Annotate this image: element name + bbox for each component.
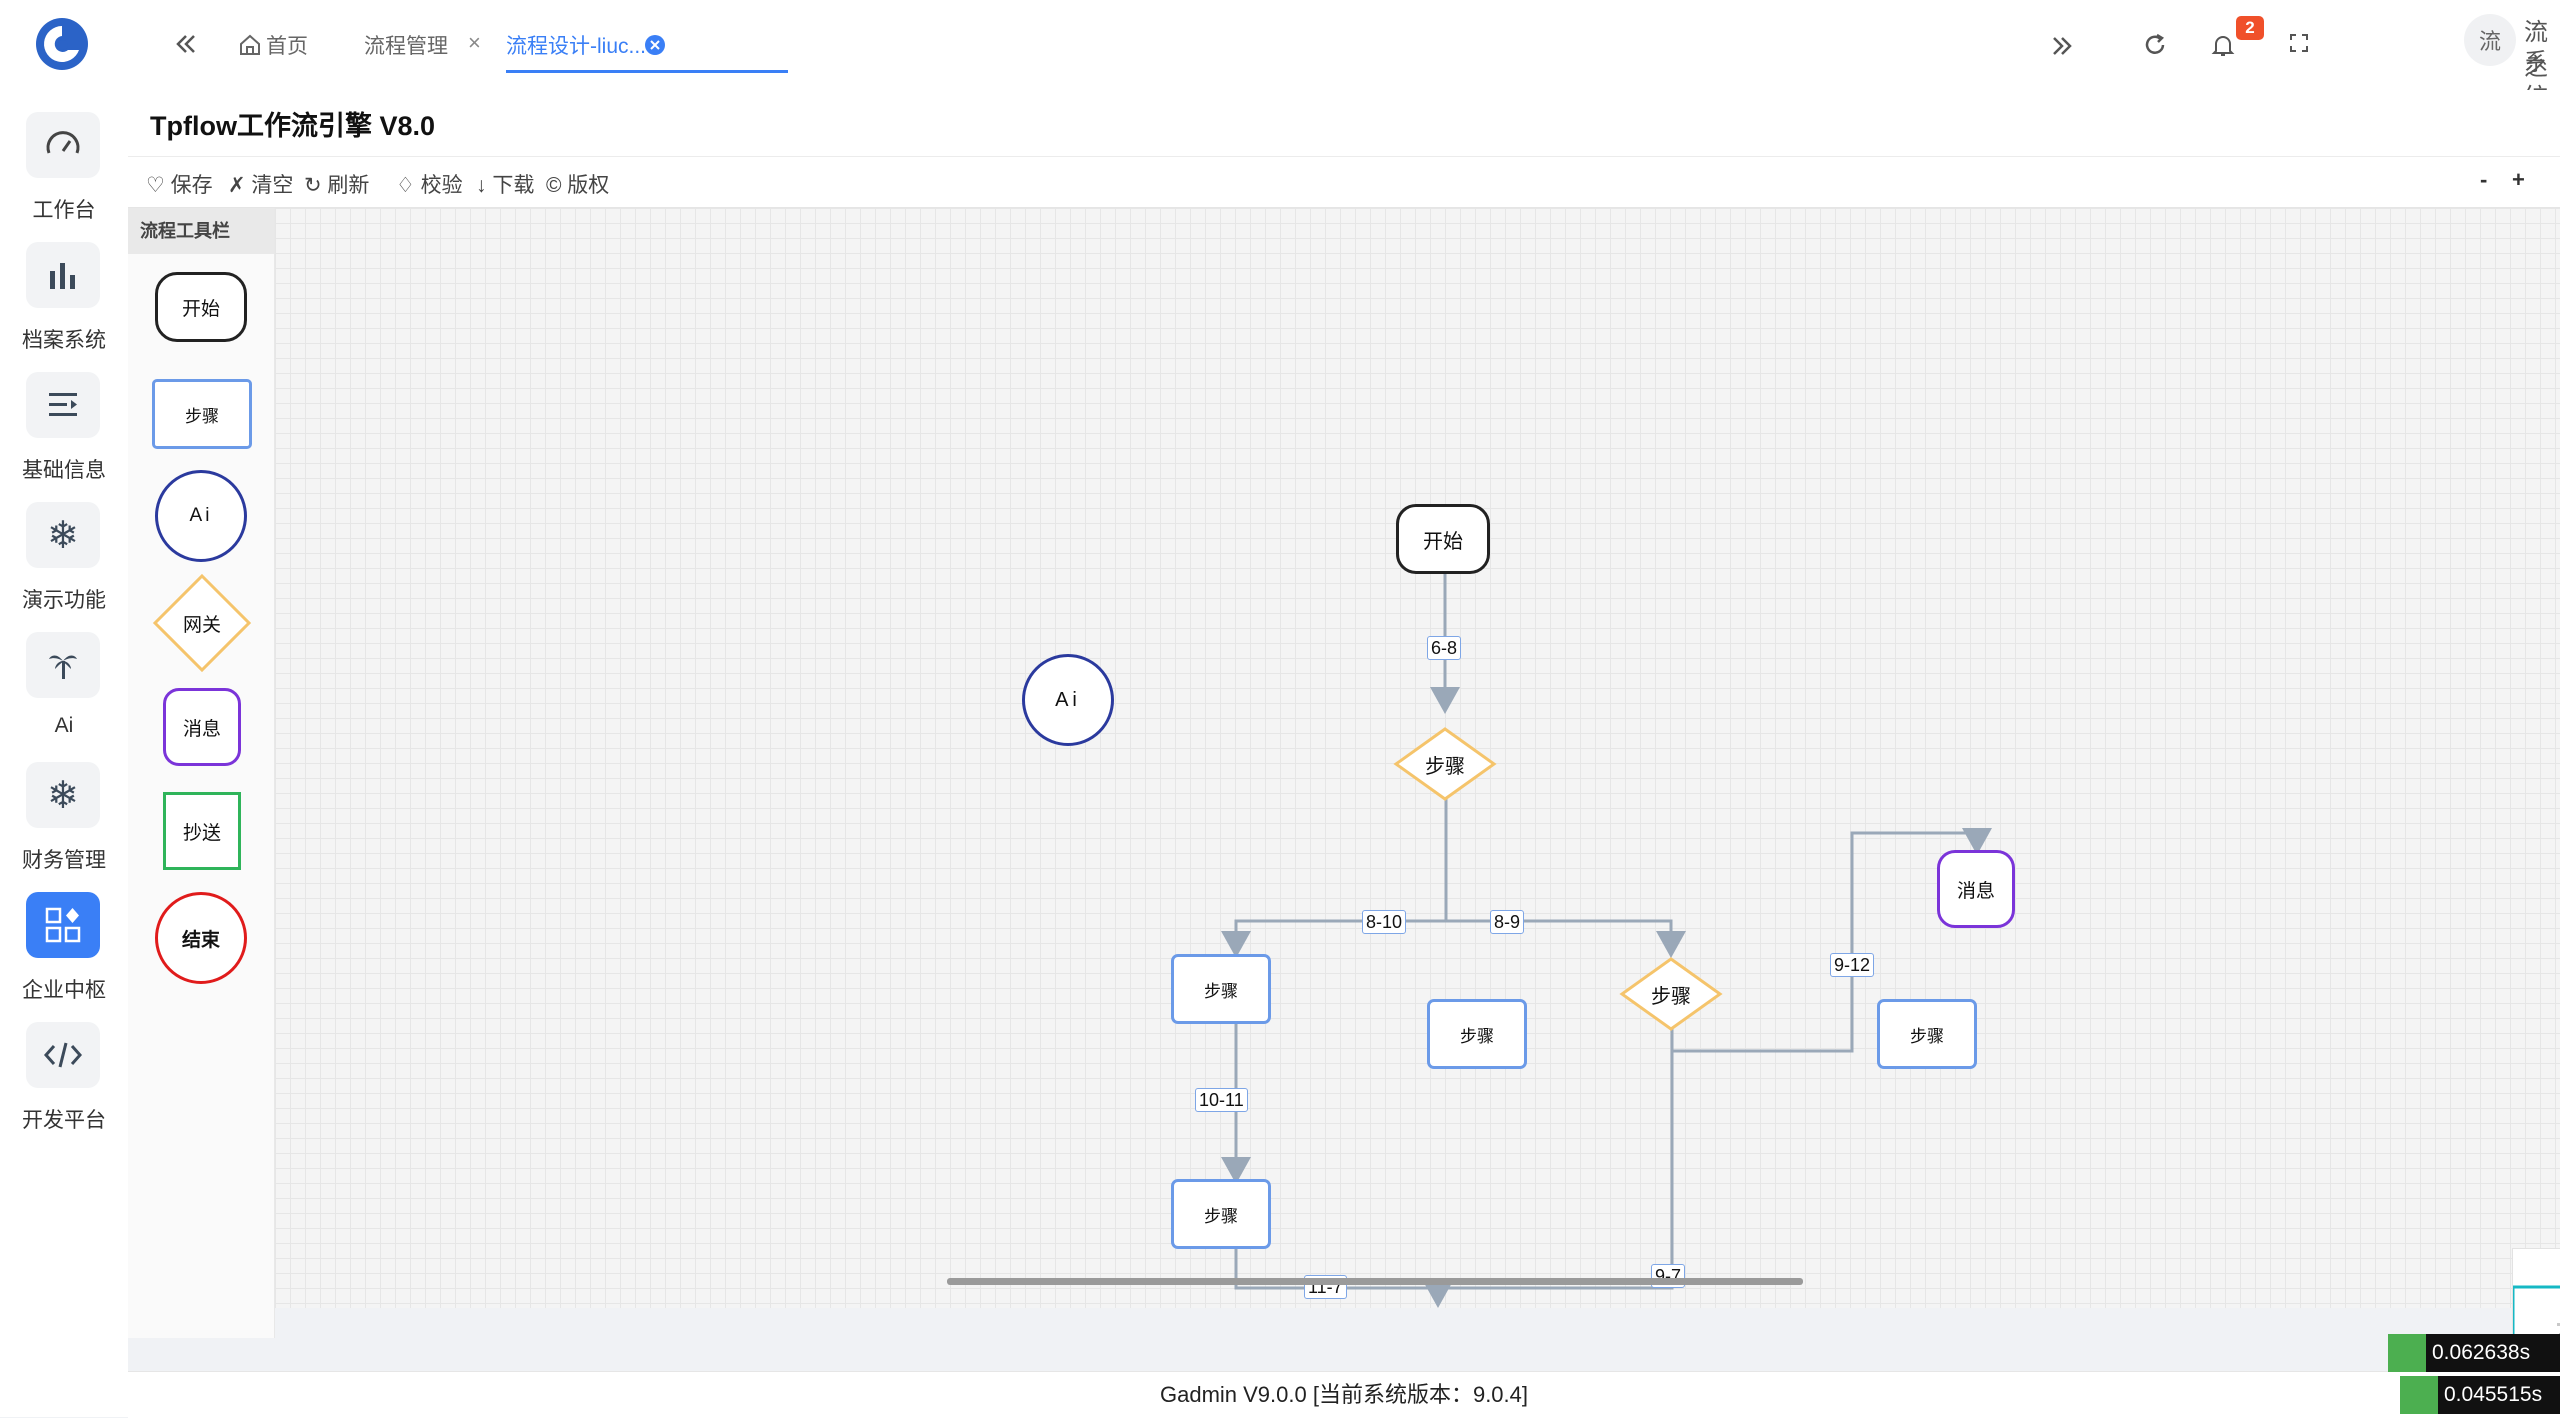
sidebar-item-label: 工作台 (32, 199, 96, 222)
gateway-shape-8 (1393, 727, 1497, 801)
node-step-mid[interactable]: 步骤 (1427, 999, 1527, 1069)
close-circle-icon[interactable] (644, 34, 666, 56)
check-button[interactable]: ♢ 校验 (396, 174, 463, 197)
save-button[interactable]: ♡ 保存 (146, 174, 213, 197)
perf-time: 0.062638s (2432, 1341, 2531, 1364)
tab-flow-design[interactable]: 流程设计-liuc... (506, 30, 666, 60)
perf-time: 0.045515s (2444, 1383, 2543, 1406)
sidebar-item-finance[interactable]: ❄ 财务管理 (0, 762, 128, 892)
edge-8-10 (1221, 798, 1448, 958)
edge-label-6-8[interactable]: 6-8 (1427, 636, 1462, 660)
palette-message-node[interactable]: 消息 (163, 688, 241, 766)
snowflake-icon: ❄ (26, 762, 100, 828)
top-bar: 首页 流程管理 × 流程设计-liuc... 2 流 流之云 系统管理员 (128, 0, 2560, 216)
sidebar-item-label: 基础信息 (22, 459, 106, 482)
sidebar-item-dev-platform[interactable]: 开发平台 (0, 1022, 128, 1152)
sidebar: 工作台 档案系统 基础信息 ❄ 演示功能 Ai ❄ 财务管理 企业中枢 (0, 0, 129, 1417)
gauge-icon (26, 112, 100, 178)
sidebar-item-label: Ai (54, 714, 74, 737)
node-start[interactable]: 开始 (1396, 504, 1490, 574)
palette-gateway-node[interactable]: 网关 (152, 573, 252, 673)
tab-home[interactable]: 首页 (238, 30, 308, 60)
snowflake-icon: ❄ (26, 502, 100, 568)
designer-toolbar: ♡ 保存 ✗ 清空 ↻ 刷新 ♢ 校验 ↓ 下载 © 版权 - + (128, 157, 2560, 208)
tab-label: 首页 (266, 35, 308, 58)
palette-cc-node[interactable]: 抄送 (163, 792, 241, 870)
sidebar-item-workbench[interactable]: 工作台 (0, 112, 128, 242)
refresh-button[interactable]: ↻ 刷新 (304, 174, 370, 197)
app-logo[interactable] (32, 14, 92, 74)
perf-logo-icon (2400, 1376, 2438, 1414)
sidebar-item-label: 财务管理 (22, 849, 106, 872)
refresh-icon[interactable] (2142, 32, 2168, 58)
edge-label-9-12[interactable]: 9-12 (1830, 953, 1875, 977)
notification-badge: 2 (2236, 16, 2264, 40)
tab-flow-management[interactable]: 流程管理 (364, 30, 448, 60)
palette-title: 流程工具栏 (128, 208, 274, 254)
fullscreen-icon[interactable] (2288, 32, 2310, 54)
edge-label-10-11[interactable]: 10-11 (1195, 1088, 1248, 1112)
palm-tree-icon (26, 632, 100, 698)
home-icon (240, 34, 260, 55)
tab-label: 流程管理 (364, 35, 448, 58)
palette-end-node[interactable]: 结束 (155, 892, 247, 984)
tab-label: 流程设计-liuc... (506, 35, 647, 58)
perf-timer-2: 0.045515s (2400, 1376, 2560, 1414)
sidebar-item-enterprise[interactable]: 企业中枢 (0, 892, 128, 1022)
node-step-11[interactable]: 步骤 (1171, 1179, 1271, 1249)
clear-button[interactable]: ✗ 清空 (228, 174, 294, 197)
close-tab-icon[interactable]: × (468, 30, 481, 55)
node-ai[interactable]: Ai (1022, 654, 1114, 746)
footer: Gadmin V9.0.0 [当前系统版本：9.0.4] (128, 1371, 2560, 1418)
palette-ai-node[interactable]: Ai (155, 470, 247, 562)
content-area: Tpflow工作流引擎 V8.0 ♡ 保存 ✗ 清空 ↻ 刷新 ♢ 校验 ↓ 下… (128, 90, 2560, 1404)
collapse-left-icon[interactable] (172, 30, 200, 58)
perf-timer-1: 0.062638s (2388, 1334, 2560, 1372)
node-step-10[interactable]: 步骤 (1171, 954, 1271, 1024)
palette-step-node[interactable]: 步骤 (152, 379, 252, 449)
expand-right-icon[interactable] (2048, 32, 2076, 60)
sidebar-item-ai[interactable]: Ai (0, 632, 128, 762)
zoom-in-button[interactable]: + (2512, 167, 2525, 192)
copyright-button[interactable]: © 版权 (546, 174, 610, 197)
edge-label-8-10[interactable]: 8-10 (1362, 910, 1407, 934)
sidebar-item-label: 开发平台 (22, 1109, 106, 1132)
title-bar: Tpflow工作流引擎 V8.0 (128, 90, 2560, 157)
edge-label-8-9[interactable]: 8-9 (1490, 910, 1525, 934)
flow-palette: 流程工具栏 开始 步骤 Ai 网关 消息 抄送 结束 (128, 208, 275, 1338)
sidebar-item-demo[interactable]: ❄ 演示功能 (0, 502, 128, 632)
horizontal-scrollbar[interactable] (947, 1278, 1803, 1285)
flow-canvas[interactable]: 开始 步骤 Ai 消息 步骤 步骤 步骤 步骤 步骤 6-8 8-10 8-9 … (275, 208, 2560, 1308)
active-tab-indicator (506, 70, 788, 73)
gateway-shape-9 (1619, 957, 1723, 1031)
node-gateway-9[interactable]: 步骤 (1651, 985, 1691, 1008)
node-step-right[interactable]: 步骤 (1877, 999, 1977, 1069)
code-icon (26, 1022, 100, 1088)
sidebar-item-label: 档案系统 (22, 329, 106, 352)
version-text: Gadmin V9.0.0 [当前系统版本：9.0.4] (1159, 1382, 1529, 1407)
bell-icon[interactable] (2210, 32, 2236, 58)
perf-logo-icon (2388, 1334, 2426, 1372)
zoom-out-button[interactable]: - (2480, 167, 2488, 192)
gateway-shapes (1393, 727, 1723, 1031)
sidebar-item-archive[interactable]: 档案系统 (0, 242, 128, 372)
apps-grid-icon (26, 892, 100, 958)
avatar[interactable]: 流 (2464, 14, 2516, 66)
page-title: Tpflow工作流引擎 V8.0 (150, 111, 436, 141)
edge-8-9 (1446, 919, 1686, 958)
download-button[interactable]: ↓ 下载 (476, 174, 535, 197)
list-indent-icon (26, 372, 100, 438)
palette-gateway-label: 网关 (182, 614, 221, 636)
sidebar-item-basic-info[interactable]: 基础信息 (0, 372, 128, 502)
sidebar-item-label: 企业中枢 (22, 979, 106, 1002)
sidebar-item-label: 演示功能 (22, 589, 106, 612)
edge-9-7 (1446, 1025, 1674, 1290)
palette-start-node[interactable]: 开始 (155, 272, 247, 342)
bar-chart-icon (26, 242, 100, 308)
node-message[interactable]: 消息 (1937, 850, 2015, 928)
node-gateway-8[interactable]: 步骤 (1425, 755, 1465, 778)
